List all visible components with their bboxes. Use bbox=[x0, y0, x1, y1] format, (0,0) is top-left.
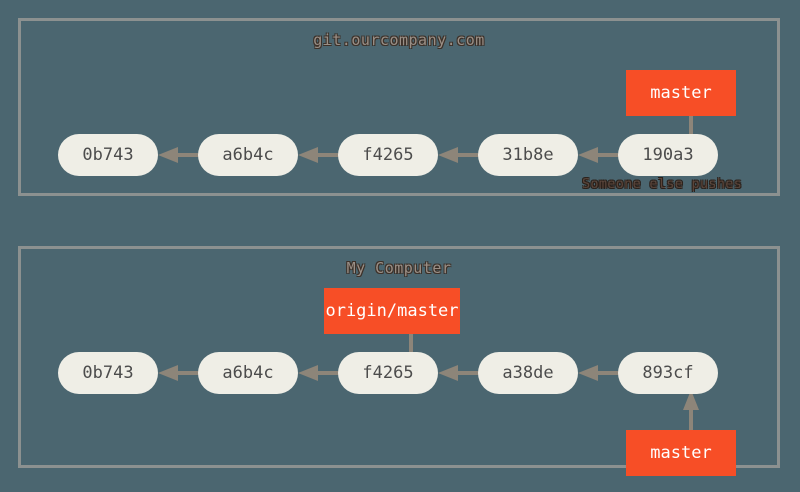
commit-node[interactable]: a6b4c bbox=[198, 352, 298, 394]
commit-node[interactable]: f4265 bbox=[338, 352, 438, 394]
ref-label-master[interactable]: master bbox=[626, 70, 736, 116]
commit-label: a6b4c bbox=[222, 363, 274, 383]
ref-label-text: origin/master bbox=[325, 301, 459, 321]
commit-node[interactable]: 0b743 bbox=[58, 134, 158, 176]
commit-label: 0b743 bbox=[82, 363, 134, 383]
panel-remote-repository: git.ourcompany.com 0b743 a6b4c bbox=[18, 18, 780, 196]
commit-node[interactable]: a6b4c bbox=[198, 134, 298, 176]
arrow-ref-master-to-893cf bbox=[683, 390, 699, 430]
commit-node[interactable]: 0b743 bbox=[58, 352, 158, 394]
commit-node[interactable]: a38de bbox=[478, 352, 578, 394]
annotation-someone-else-pushes: Someone else pushes bbox=[582, 176, 743, 192]
panel-my-computer: My Computer 0b743 bbox=[18, 246, 780, 476]
ref-label-origin-master[interactable]: origin/master bbox=[324, 288, 460, 334]
commit-label: a6b4c bbox=[222, 145, 274, 165]
ref-label-master-local[interactable]: master bbox=[626, 430, 736, 476]
panel-title-local: My Computer bbox=[346, 259, 452, 277]
commit-label: 893cf bbox=[642, 363, 694, 383]
commit-label: 31b8e bbox=[502, 145, 554, 165]
panel-title-remote: git.ourcompany.com bbox=[313, 31, 485, 49]
ref-label-text: master bbox=[650, 83, 712, 103]
commit-label: a38de bbox=[502, 363, 554, 383]
ref-label-text: master bbox=[650, 443, 712, 463]
commit-node[interactable]: 190a3 bbox=[618, 134, 718, 176]
commit-node[interactable]: 893cf bbox=[618, 352, 718, 394]
commit-label: 0b743 bbox=[82, 145, 134, 165]
commit-node[interactable]: 31b8e bbox=[478, 134, 578, 176]
commit-label: f4265 bbox=[362, 145, 414, 165]
commit-node[interactable]: f4265 bbox=[338, 134, 438, 176]
commit-label: f4265 bbox=[362, 363, 414, 383]
commit-label: 190a3 bbox=[642, 145, 694, 165]
